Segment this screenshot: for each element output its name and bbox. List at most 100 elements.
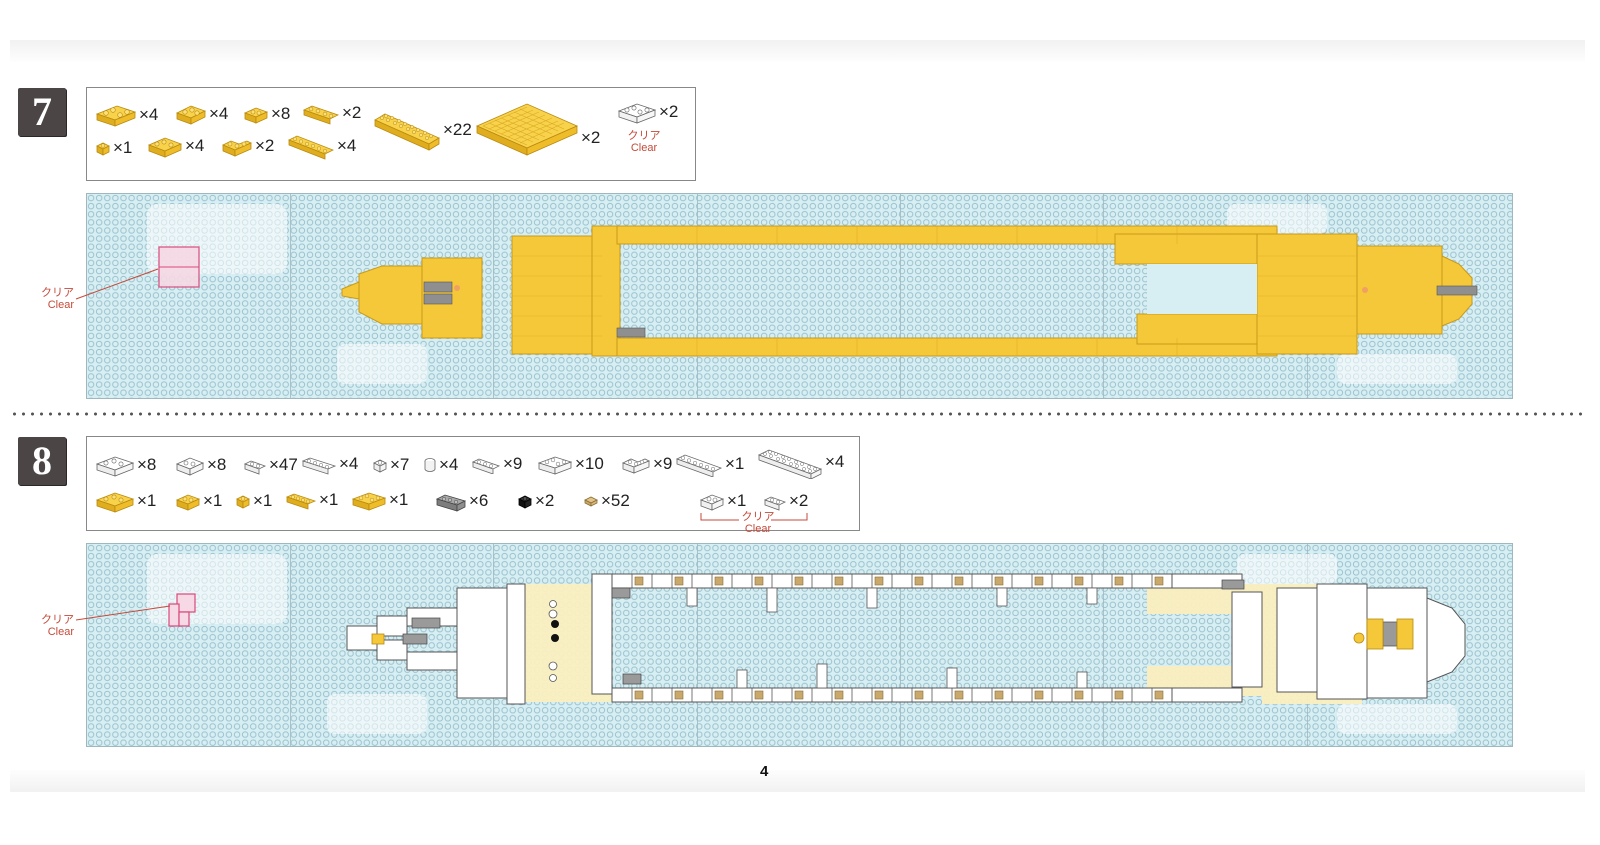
plate-seam (697, 194, 698, 398)
white-brick-1x4-icon (301, 457, 337, 475)
gray-brick-1x4-icon (435, 494, 467, 512)
part-quantity: ×4 (337, 136, 357, 155)
white-brick-2x3-icon (95, 456, 135, 477)
clear-brick-1x2-icon (763, 496, 787, 511)
white-round-brick-icon (424, 458, 436, 472)
tan-tile-1x1-icon (584, 496, 598, 507)
part-item: ×1 (699, 490, 746, 512)
part-item: ×2 (517, 491, 554, 511)
stern-tip (1426, 597, 1466, 683)
part-quantity: ×10 (575, 454, 604, 473)
plate-seam (900, 544, 901, 746)
part-item: ×8 (243, 103, 290, 125)
white-brick-2x8-icon (757, 449, 823, 479)
clear-label-jp: クリア (41, 287, 74, 299)
part-quantity: ×4 (139, 105, 159, 124)
clear-bracket (700, 513, 808, 521)
part-quantity: ×2 (255, 136, 275, 155)
part-quantity: ×1 (113, 138, 133, 157)
side-clear-label-8: クリア Clear (30, 614, 74, 638)
part-quantity: ×8 (207, 455, 227, 474)
bow-brick (406, 651, 458, 671)
white-brick-2x2-icon (175, 457, 205, 476)
part-quantity: ×1 (725, 454, 745, 473)
forward-plate-2 (591, 225, 621, 357)
bow-brick (376, 615, 408, 637)
part-item: ×10 (537, 453, 604, 475)
yellow-brick-1x1-icon (96, 142, 110, 156)
plate-seam (1103, 544, 1104, 746)
step-number-badge: 8 (18, 437, 66, 485)
yellow-brick-2x4-icon (95, 105, 137, 127)
part-item: ×4 (423, 455, 458, 475)
part-quantity: ×1 (319, 490, 339, 509)
part-item: ×7 (372, 455, 409, 475)
step-number-badge: 7 (18, 88, 66, 136)
yellow-corner-brick-icon (222, 140, 252, 157)
plate-seam (1103, 194, 1104, 398)
part-item: ×1 (675, 451, 744, 477)
part-quantity: ×1 (727, 491, 747, 510)
aft-frame-bottom (1136, 313, 1266, 345)
part-item: ×22 (373, 108, 472, 152)
part-item: ×6 (435, 490, 488, 512)
plate-seam (290, 194, 291, 398)
part-quantity: ×2 (535, 491, 555, 510)
part-quantity: ×2 (342, 103, 362, 122)
bow-brick (376, 639, 408, 661)
aft-plate (1256, 233, 1358, 355)
part-item: ×52 (583, 491, 630, 511)
parts-list-step-8: ×8 ×8 ×47 ×4 (86, 436, 860, 535)
part-quantity: ×9 (503, 454, 523, 473)
part-item: ×8 (175, 454, 226, 476)
ship-deck-layer-step-7 (147, 204, 1478, 384)
part-item: ×2 (475, 100, 600, 158)
part-item: ×47 (243, 455, 298, 475)
aft-brick (1171, 687, 1243, 703)
clear-label-jp: クリア (627, 130, 661, 142)
part-quantity: ×2 (789, 491, 809, 510)
part-quantity: ×8 (137, 455, 157, 474)
yellow-brick-2x3-icon (95, 492, 135, 513)
part-quantity: ×4 (825, 452, 845, 471)
part-quantity: ×1 (389, 490, 409, 509)
part-quantity: ×4 (185, 136, 205, 155)
part-item: ×2 (302, 101, 361, 125)
aft-superstructure (1231, 591, 1263, 688)
clear-pointer-line (75, 605, 171, 621)
part-item: ×1 (95, 138, 132, 158)
part-item: ×4 (147, 134, 204, 158)
part-quantity: ×4 (439, 455, 459, 474)
part-quantity: ×47 (269, 455, 298, 474)
aft-opening (1147, 264, 1257, 314)
clear-pointer-line (75, 268, 159, 300)
clear-label-en: Clear (630, 142, 658, 154)
white-brick-2x4-icon (537, 456, 573, 475)
part-item: ×9 (621, 454, 672, 474)
yellow-brick-2x4-icon (351, 492, 387, 511)
part-quantity: ×52 (601, 491, 630, 510)
part-item: ×2 (763, 491, 808, 511)
bow-section (358, 265, 423, 325)
yellow-plate-8x8-icon (476, 103, 578, 156)
aft-superstructure (1276, 587, 1318, 693)
part-quantity: ×1 (203, 491, 223, 510)
clear-label-jp: クリア (741, 511, 775, 523)
part-quantity: ×1 (253, 491, 273, 510)
part-item: ×2 (617, 100, 678, 124)
aft-frame-top (1114, 233, 1266, 265)
black-brick-1x1-icon (518, 495, 532, 509)
part-item: ×1 (285, 489, 338, 511)
parts-list-step-7: ×4 ×4 ×8 ×2 (86, 87, 696, 181)
part-quantity: ×2 (659, 102, 679, 121)
part-quantity: ×4 (339, 454, 359, 473)
plate-seam (697, 544, 698, 746)
clear-label-en: Clear (47, 299, 74, 311)
forward-superstructure (591, 573, 613, 695)
part-quantity: ×7 (390, 455, 410, 474)
clear-label-en: Clear (744, 523, 772, 535)
part-quantity: ×1 (137, 491, 157, 510)
part-quantity: ×22 (443, 120, 472, 139)
clear-label-en: Clear (47, 626, 74, 638)
part-quantity: ×4 (209, 104, 229, 123)
